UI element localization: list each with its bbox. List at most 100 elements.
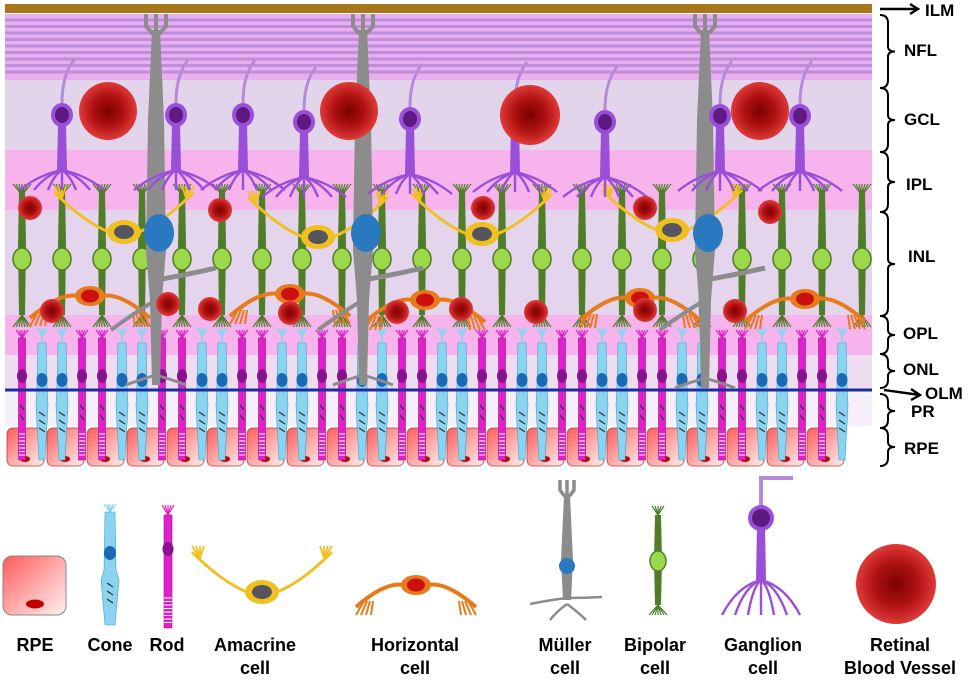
cone-body xyxy=(295,342,309,461)
cone-nucleus xyxy=(436,373,448,387)
amacrine-nucleus xyxy=(308,230,328,244)
horizontal-terminal xyxy=(141,311,151,327)
blood-vessel xyxy=(731,82,789,140)
cone-cell xyxy=(615,327,629,461)
bipolar-icon-branch xyxy=(657,505,665,516)
cone-mitochondria xyxy=(758,419,766,425)
horizontal-terminal xyxy=(365,600,371,616)
ganglion-dendrite xyxy=(784,169,801,192)
rod-mitochondria xyxy=(319,404,325,411)
ganglion-axon xyxy=(408,63,424,108)
bipolar-nucleus xyxy=(172,247,192,271)
blood-vessel xyxy=(500,85,560,145)
ganglion-process xyxy=(57,123,67,170)
rod-dendrite xyxy=(721,329,729,339)
amacrine-terminal xyxy=(319,545,325,559)
rod-dendrite xyxy=(741,329,749,339)
rod-dendrite xyxy=(321,329,329,339)
layer-label-ilm: ILM xyxy=(925,1,955,20)
horizontal-terminal xyxy=(850,314,856,330)
ganglion-dendrite xyxy=(227,168,244,191)
rod-body xyxy=(258,337,266,461)
bipolar-axon-branch xyxy=(341,183,352,196)
rod-mitochondria xyxy=(419,414,425,421)
rod-mitochondria xyxy=(239,404,245,411)
cone-dendrite xyxy=(381,327,389,337)
bipolar-cell xyxy=(332,183,352,328)
horizontal-terminal xyxy=(138,311,146,327)
rod-cell xyxy=(395,329,409,461)
muller-icon-process xyxy=(529,595,603,621)
rod-mitochondria xyxy=(719,404,725,411)
cone-cell xyxy=(35,327,49,461)
bipolar-dendrite xyxy=(221,314,232,328)
rod-mitochondria xyxy=(639,404,645,411)
bipolar-cell xyxy=(492,183,512,328)
cone-mitochondria xyxy=(298,419,306,425)
layer-label-inl: INL xyxy=(908,247,936,266)
legend-icon-bipolar xyxy=(648,505,668,616)
cone-dendrite xyxy=(521,327,529,337)
cone-mitochondria xyxy=(438,419,446,425)
horizontal-terminal xyxy=(355,600,365,616)
ganglion-nucleus xyxy=(793,108,807,124)
rod-cell xyxy=(715,329,729,461)
horizontal-terminal xyxy=(749,314,757,330)
horizontal-terminal xyxy=(584,313,592,329)
blood-vessel-body xyxy=(758,200,782,224)
blood-vessel xyxy=(18,196,42,220)
rod-dendrite xyxy=(661,329,669,339)
cone-mitochondria xyxy=(198,419,206,425)
rod-body xyxy=(398,337,406,461)
cone-mitochondria xyxy=(378,419,386,425)
bipolar-dendrite xyxy=(781,314,792,328)
blood-vessel xyxy=(723,299,747,323)
ganglion-cell xyxy=(757,60,843,192)
ganglion-dendrite xyxy=(704,169,721,192)
rod-mitochondria xyxy=(399,404,405,411)
ganglion-process xyxy=(600,130,610,177)
bipolar-axon-branch xyxy=(461,183,472,196)
blood-vessel-body xyxy=(208,198,232,222)
cone-mitochondria xyxy=(678,411,686,417)
bipolar-dendrite xyxy=(381,314,392,328)
muller-process xyxy=(362,373,394,387)
bipolar-cell xyxy=(452,183,472,328)
horizontal-terminal xyxy=(29,311,39,327)
horizontal-terminal xyxy=(847,314,851,330)
cone-mitochondria xyxy=(698,411,706,417)
rod-body xyxy=(338,337,346,461)
cone-mitochondria xyxy=(438,411,446,417)
ganglion-dendrite xyxy=(499,170,516,193)
rod-mitochondria xyxy=(579,414,585,421)
cone-mitochondria xyxy=(298,427,306,433)
bipolar-nucleus xyxy=(772,247,792,271)
ilm-arrow xyxy=(880,2,921,16)
ganglion-dendrite xyxy=(242,168,286,191)
nfl-fibers xyxy=(5,18,872,74)
layer-bracket xyxy=(879,14,896,89)
cone-body xyxy=(275,342,289,461)
ganglion-dendrite xyxy=(514,170,558,193)
cone-mitochondria xyxy=(438,427,446,433)
rod-cell xyxy=(655,329,669,461)
rod-cell xyxy=(235,329,249,461)
cone-dendrite xyxy=(141,327,149,337)
horizontal-terminal xyxy=(853,314,861,330)
olm-arrow xyxy=(883,388,923,402)
cone-cell xyxy=(675,327,689,461)
rod-cell xyxy=(575,329,589,461)
bipolar-dendrite xyxy=(61,314,72,328)
rod-nucleus xyxy=(237,369,247,383)
cone-mitochondria xyxy=(218,427,226,433)
legend-icon-muller xyxy=(529,480,603,621)
bipolar-nucleus xyxy=(572,247,592,271)
muller-process xyxy=(674,376,706,390)
cone-mitochondria xyxy=(378,411,386,417)
rod-dendrite xyxy=(581,329,589,339)
cone-mitochondria xyxy=(758,411,766,417)
blood-vessel-body xyxy=(633,196,657,220)
cone-cell xyxy=(375,327,389,461)
rod-mitochondria xyxy=(339,404,345,411)
rod-nucleus xyxy=(817,369,827,383)
